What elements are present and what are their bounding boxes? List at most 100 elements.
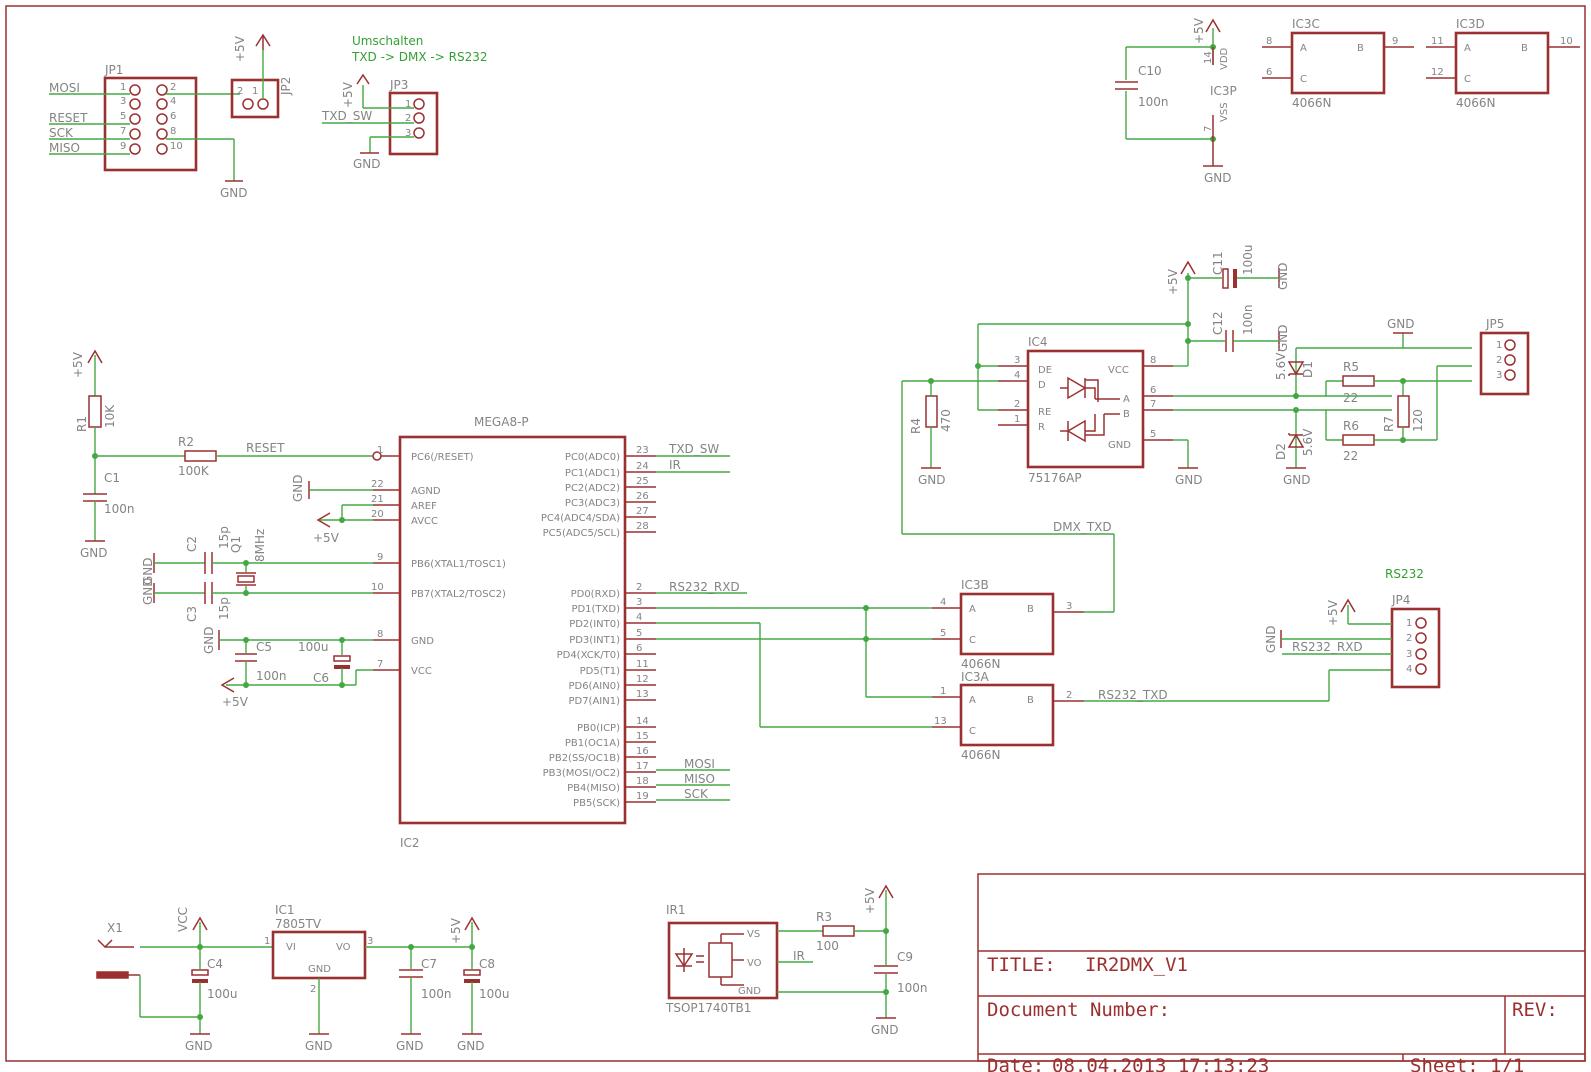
svg-text:GND: GND — [185, 1039, 213, 1053]
svg-text:RS232_TXD: RS232_TXD — [1098, 688, 1168, 702]
svg-text:MISO: MISO — [684, 772, 715, 786]
svg-text:100u: 100u — [479, 987, 510, 1001]
svg-text:9: 9 — [377, 552, 383, 563]
crystal-circuit: GND GND C2 15p C3 15p Q1 8MHz — [141, 526, 373, 622]
svg-text:9: 9 — [120, 141, 126, 152]
svg-text:+5V: +5V — [863, 887, 877, 914]
svg-text:7: 7 — [1150, 399, 1156, 410]
svg-text:4066N: 4066N — [961, 748, 1001, 762]
svg-text:C: C — [969, 726, 976, 737]
svg-text:+5V: +5V — [71, 351, 85, 378]
svg-text:D1: D1 — [1301, 361, 1315, 378]
svg-text:D: D — [1038, 380, 1046, 391]
svg-text:VS: VS — [747, 929, 760, 940]
svg-text:4066N: 4066N — [1292, 96, 1332, 110]
svg-text:22: 22 — [371, 479, 384, 490]
svg-text:PB7(XTAL2/TOSC2): PB7(XTAL2/TOSC2) — [411, 589, 506, 600]
svg-text:JP2: JP2 — [279, 77, 293, 96]
ic2-pin-number: 5 — [636, 628, 642, 639]
svg-text:21: 21 — [371, 494, 384, 505]
title-block: TITLE: IR2DMX_V1 Document Number: REV: D… — [977, 873, 1586, 1072]
svg-text:C7: C7 — [421, 957, 437, 971]
svg-text:GND: GND — [918, 473, 946, 487]
ic2-pin-number: 27 — [636, 506, 649, 517]
svg-text:GND: GND — [1204, 171, 1232, 185]
ic3b-switch: IC3B 4066N A B C 4 5 3 — [932, 578, 1114, 671]
svg-text:GND: GND — [738, 986, 761, 997]
svg-text:100u: 100u — [207, 987, 238, 1001]
svg-text:RESET: RESET — [246, 441, 285, 455]
svg-text:B: B — [1357, 43, 1364, 54]
ic2-pin-number: 13 — [636, 689, 649, 700]
svg-text:IC3D: IC3D — [1456, 17, 1485, 31]
svg-text:IC3A: IC3A — [961, 670, 990, 684]
svg-text:GND: GND — [308, 964, 331, 975]
svg-text:MISO: MISO — [49, 141, 80, 155]
jp1-header: JP1 1 3 5 7 9 2 4 6 8 10 MOSI RESET SCK … — [49, 63, 248, 200]
svg-text:IC2: IC2 — [400, 836, 420, 850]
svg-text:SCK: SCK — [49, 126, 74, 140]
svg-text:1: 1 — [940, 686, 946, 697]
ic2-pin-number: 16 — [636, 746, 649, 757]
svg-text:4066N: 4066N — [1456, 96, 1496, 110]
svg-text:AVCC: AVCC — [411, 516, 438, 527]
ic2-pin-name: PD0(RXD) — [571, 589, 620, 600]
svg-text:120: 120 — [1411, 409, 1425, 432]
svg-text:C9: C9 — [897, 950, 913, 964]
ic2-pin-name: PD5(T1) — [580, 666, 620, 677]
svg-text:10K: 10K — [103, 404, 117, 428]
svg-text:VCC: VCC — [411, 666, 432, 677]
svg-text:7: 7 — [377, 659, 383, 670]
svg-text:1: 1 — [1406, 618, 1412, 629]
ic3c-switch: IC3C 4066N A B C 8 6 9 — [1262, 17, 1414, 110]
svg-text:3: 3 — [1406, 649, 1412, 660]
svg-text:GND: GND — [1276, 324, 1290, 352]
ic2-pin-name: PC0(ADC0) — [565, 452, 620, 463]
svg-text:TXD_SW: TXD_SW — [668, 442, 719, 456]
svg-text:AGND: AGND — [411, 486, 441, 497]
svg-text:RS232_RXD: RS232_RXD — [669, 580, 740, 594]
svg-text:1: 1 — [1014, 414, 1020, 425]
ic2-pin-number: 28 — [636, 521, 649, 532]
svg-text:3: 3 — [1496, 370, 1502, 381]
sheet-value: 1/1 — [1490, 1055, 1524, 1072]
svg-text:2: 2 — [1496, 355, 1502, 366]
svg-text:4: 4 — [170, 96, 176, 107]
svg-text:2: 2 — [1014, 399, 1020, 410]
svg-text:100n: 100n — [897, 981, 928, 995]
svg-text:SCK: SCK — [684, 787, 709, 801]
ic2-pin-name: PC4(ADC4/SDA) — [541, 513, 620, 524]
svg-text:2: 2 — [1066, 690, 1072, 701]
ic2-pin-name: PD1(TXD) — [571, 604, 620, 615]
svg-text:TXD_SW: TXD_SW — [321, 109, 372, 123]
svg-text:TXD -> DMX -> RS232: TXD -> DMX -> RS232 — [351, 50, 488, 64]
svg-text:100: 100 — [816, 939, 839, 953]
svg-text:1: 1 — [377, 445, 383, 456]
ic2-pin-name: PD2(INT0) — [569, 619, 620, 630]
ic2-pin-number: 3 — [636, 597, 642, 608]
ic2-pin-number: 26 — [636, 491, 649, 502]
svg-text:VCC: VCC — [176, 907, 190, 932]
svg-text:GND: GND — [1283, 473, 1311, 487]
svg-text:8: 8 — [1150, 355, 1156, 366]
ic2-pin-number: 4 — [636, 612, 642, 623]
svg-text:100n: 100n — [104, 502, 135, 516]
svg-text:7: 7 — [1203, 126, 1214, 132]
svg-text:GND: GND — [1387, 317, 1415, 331]
svg-text:JP3: JP3 — [389, 78, 408, 92]
svg-text:2: 2 — [1406, 633, 1412, 644]
ic2-right-pins: 23PC0(ADC0)24PC1(ADC1)25PC2(ADC2)26PC3(A… — [541, 445, 656, 809]
ic4-dmx-driver: +5V GND C11 100u GND C12 100n IC4 75176A… — [901, 244, 1530, 612]
svg-text:PC6(/RESET): PC6(/RESET) — [411, 452, 474, 463]
svg-text:+5V: +5V — [233, 35, 247, 62]
svg-text:3: 3 — [120, 96, 126, 107]
svg-text:A: A — [1300, 43, 1307, 54]
svg-text:R: R — [1038, 422, 1045, 433]
svg-text:+5V: +5V — [341, 81, 355, 108]
svg-text:JP5: JP5 — [1485, 317, 1504, 331]
svg-text:GND: GND — [411, 636, 434, 647]
svg-text:C2: C2 — [185, 536, 199, 552]
svg-text:2: 2 — [237, 86, 243, 97]
svg-text:75176AP: 75176AP — [1028, 471, 1082, 485]
ic2-pin-name: PD6(AIN0) — [568, 681, 620, 692]
